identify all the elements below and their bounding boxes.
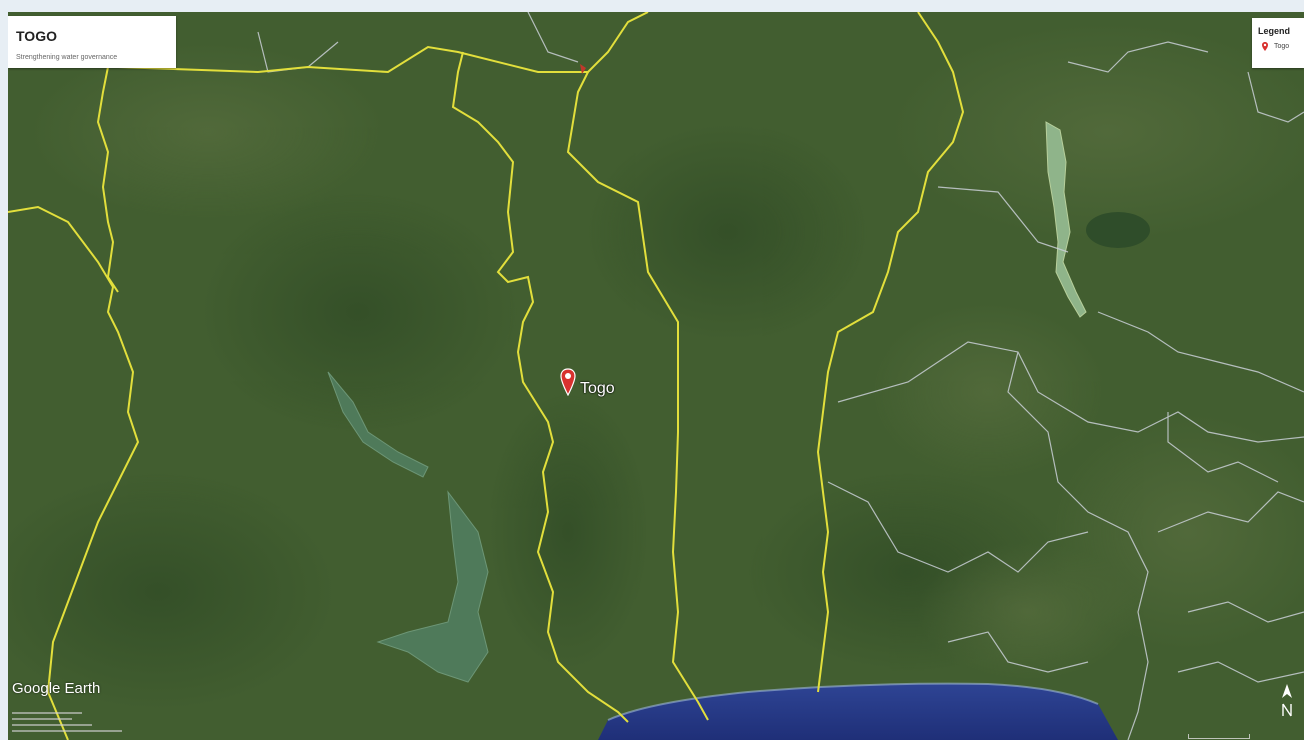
admin-borders [257, 12, 1304, 740]
red-placemark-icon [1262, 42, 1268, 51]
attribution-line [12, 712, 82, 714]
attribution-line [12, 724, 92, 726]
scale-bar [1188, 734, 1250, 739]
scale-bar-line [1188, 734, 1250, 739]
coastline [607, 682, 1099, 721]
international-borders [8, 12, 965, 740]
sea [598, 683, 1118, 740]
title-panel: TOGO Strengthening water governance [8, 16, 176, 68]
legend-item: Togo [1262, 42, 1289, 51]
lake-patch [1086, 212, 1150, 248]
lake-volta [327, 371, 489, 683]
legend-title: Legend [1258, 26, 1291, 36]
terrain-texture [8, 22, 1304, 712]
map-viewport[interactable]: TOGO Strengthening water governance Lege… [8, 12, 1304, 740]
map-subtitle: Strengthening water governance [16, 54, 118, 61]
placemark-label[interactable]: Togo [580, 380, 615, 397]
attribution-line [12, 730, 122, 732]
google-earth-logo: Google Earth [12, 680, 101, 697]
legend-panel: Legend Togo [1252, 18, 1304, 68]
border-marker [580, 64, 586, 74]
reservoir-north-east [1045, 121, 1087, 318]
map-title: TOGO [16, 28, 57, 44]
satellite-map [8, 12, 1304, 740]
attribution-line [12, 718, 72, 720]
legend-item-label: Togo [1274, 43, 1290, 50]
red-placemark-icon[interactable] [560, 368, 576, 396]
north-arrow-icon [1282, 684, 1292, 717]
